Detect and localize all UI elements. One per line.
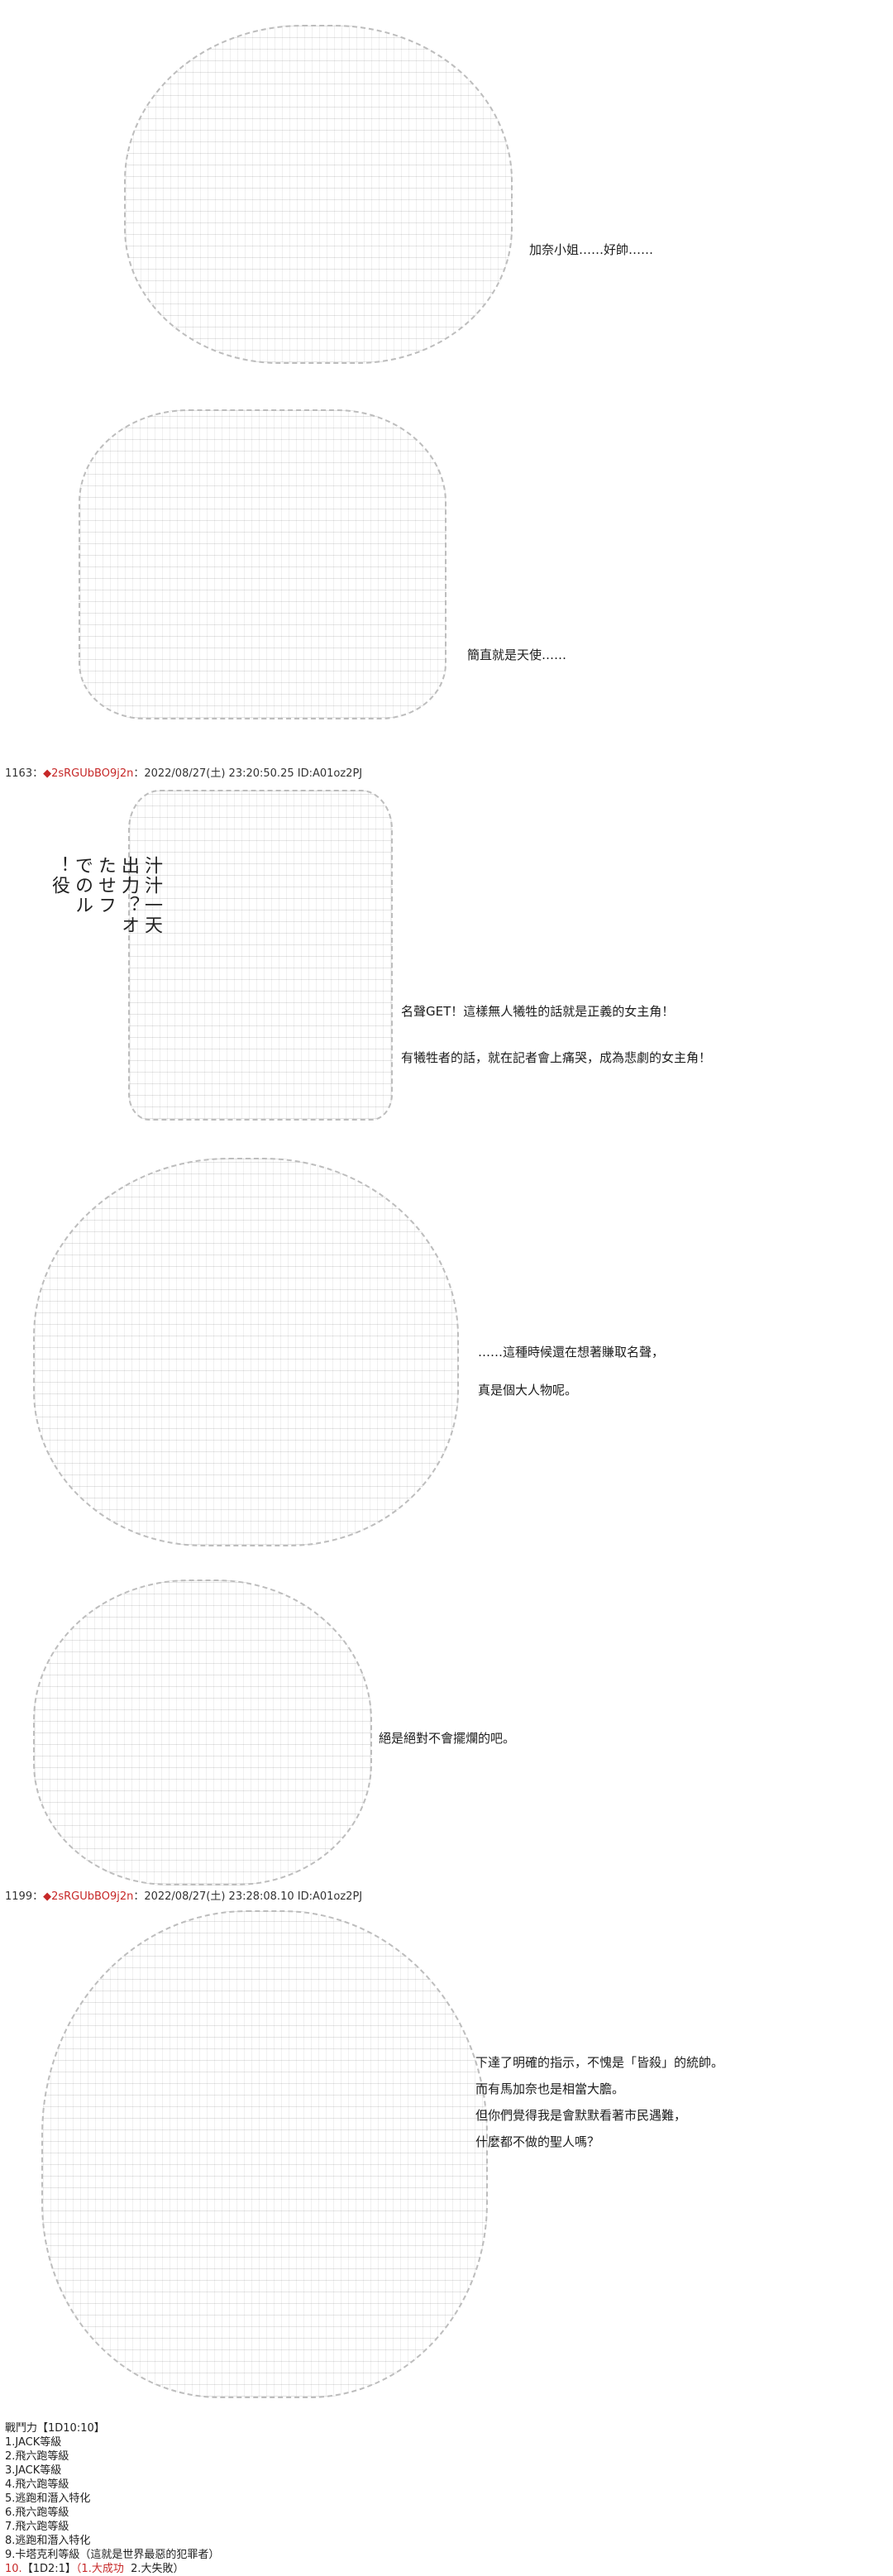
dialogue-line: 什麼都不做的聖人嗎？ (475, 2134, 600, 2149)
great-success-label: 1.大成功 (81, 2563, 124, 2575)
stat-row: 3.JACK等級 (5, 2464, 62, 2477)
stat-row: 2.飛六跑等級 (5, 2450, 69, 2463)
ascii-art-panel-6 (41, 1910, 488, 2398)
post-header-1163: 1163：◆2sRGUbBO9j2n：2022/08/27(土) 23:20:5… (5, 767, 362, 781)
stat-row: 9.卡塔克利等級（這就是世界最惡的犯罪者） (5, 2549, 220, 2561)
ascii-art-panel-4 (33, 1158, 459, 1546)
dialogue-panel-2: 簡直就是天使…… (467, 645, 566, 665)
ascii-art-panel-3 (128, 790, 393, 1121)
combat-power-list: 戰鬥力【1D10:10】 1.JACK等級 2.飛六跑等級 3.JACK等級 4… (5, 2421, 219, 2576)
post-separator: ： (32, 1890, 44, 1903)
dialogue-line: 絕是絕對不會擺爛的吧。 (379, 1731, 516, 1746)
post-number: 1199 (5, 1890, 33, 1903)
paren-close: ） (173, 2563, 184, 2575)
ascii-art-panel-2 (79, 409, 446, 719)
stat-row-number: 10. (5, 2563, 22, 2575)
dialogue-panel-4: ……這種時候還在想著賺取名聲， 真是個大人物呢。 (478, 1333, 664, 1409)
trip-diamond-icon: ◆ (43, 767, 52, 780)
vertical-text-col: たせフ (95, 856, 116, 915)
ascii-art-panel-1 (124, 25, 513, 364)
post-meta: ：2022/08/27(土) 23:20:50.25 ID:A01oz2PJ (133, 767, 363, 780)
ascii-art-panel-5 (33, 1580, 372, 1885)
dialogue-panel-1: 加奈小姐……好帥…… (529, 240, 653, 260)
dialogue-line: 而有馬加奈也是相當大膽。 (475, 2081, 625, 2096)
post-number: 1163 (5, 767, 33, 780)
dialogue-panel-3: 名聲GET！這樣無人犧牲的話就是正義的女主角！ 有犧牲者的話，就在記者會上痛哭，… (401, 988, 711, 1081)
option-separator (124, 2563, 131, 2575)
post-trip: 2sRGUbBO9j2n (51, 767, 134, 780)
vertical-text-col: でのル (72, 856, 93, 915)
paren-open: （ (75, 2563, 82, 2575)
great-failure-label: 2.大失敗 (131, 2563, 174, 2575)
stat-row: 6.飛六跑等級 (5, 2507, 69, 2519)
stat-row: 5.逃跑和潛入特化 (5, 2492, 91, 2505)
stat-row: 1.JACK等級 (5, 2436, 62, 2449)
dialogue-panel-5: 絕是絕對不會擺爛的吧。 (379, 1728, 515, 1748)
dialogue-line: 名聲GET！這樣無人犧牲的話就是正義的女主角！ (401, 1004, 675, 1019)
post-meta: ：2022/08/27(土) 23:28:08.10 ID:A01oz2PJ (133, 1890, 363, 1903)
trip-diamond-icon: ◆ (43, 1890, 52, 1903)
dialogue-line: 有犧牲者的話，就在記者會上痛哭，成為悲劇的女主角！ (401, 1050, 712, 1065)
stat-row: 8.逃跑和潛入特化 (5, 2535, 91, 2547)
dialogue-line: ……這種時候還在想著賺取名聲， (478, 1345, 665, 1360)
stat-row-last: 10.【1D2:1】（1.大成功 2.大失敗） (5, 2562, 219, 2576)
vertical-text-block: 汁汁一天 出力？オ たせフ でのル ！役 (45, 856, 162, 1021)
combat-power-title: 戰鬥力【1D10:10】 (5, 2422, 105, 2435)
vertical-text-col: ！役 (49, 856, 69, 896)
dialogue-line: 簡直就是天使…… (467, 648, 567, 662)
dice-roll-label: 【1D2:1】 (21, 2563, 76, 2575)
dialogue-panel-6: 下達了明確的指示，不愧是「皆殺」的統帥。 而有馬加奈也是相當大膽。 但你們覺得我… (475, 2049, 723, 2155)
dialogue-line: 下達了明確的指示，不愧是「皆殺」的統帥。 (475, 2055, 724, 2070)
dialogue-line: 加奈小姐……好帥…… (529, 242, 654, 257)
post-trip: 2sRGUbBO9j2n (51, 1890, 134, 1903)
dialogue-line: 真是個大人物呢。 (478, 1383, 578, 1398)
post-header-1199: 1199：◆2sRGUbBO9j2n：2022/08/27(土) 23:28:0… (5, 1890, 362, 1905)
vertical-text-col: 出力？オ (118, 856, 139, 935)
dialogue-line: 但你們覺得我是會默默看著市民遇難， (475, 2108, 687, 2123)
vertical-text-col: 汁汁一天 (141, 856, 162, 935)
stat-row: 7.飛六跑等級 (5, 2521, 69, 2533)
post-separator: ： (32, 767, 44, 780)
stat-row: 4.飛六跑等級 (5, 2478, 69, 2491)
